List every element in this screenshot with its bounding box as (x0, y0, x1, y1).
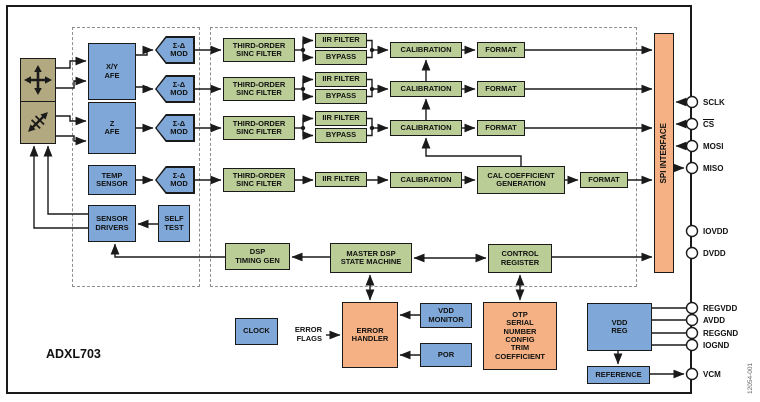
control-register-block: CONTROL REGISTER (488, 244, 552, 273)
bypass-block-1: BYPASS (315, 50, 367, 65)
error-flags-label: ERROR FLAGS (294, 325, 322, 343)
master-dsp-state-machine-block: MASTER DSP STATE MACHINE (330, 243, 412, 273)
clock-block: CLOCK (235, 318, 278, 345)
pin-label-miso: MISO (703, 163, 724, 173)
xy-axes-icon (24, 64, 52, 95)
calibration-block-3: CALIBRATION (390, 120, 462, 136)
calibration-block-2: CALIBRATION (390, 81, 462, 97)
pin-label-vcm: VCM (703, 369, 721, 379)
format-block-1: FORMAT (477, 42, 525, 58)
mems-sensor-block (20, 58, 56, 144)
pin-label-mosi: MOSI (703, 141, 724, 151)
bypass-block-2: BYPASS (315, 89, 367, 104)
iir-filter-block-3: IIR FILTER (315, 111, 367, 126)
calibration-block-1: CALIBRATION (390, 42, 462, 58)
pin-label-sclk: SCLK (703, 97, 725, 107)
otp-block: OTP SERIAL NUMBER CONFIG TRIM COEFFICIEN… (483, 302, 557, 370)
xy-afe-block: X/Y AFE (88, 43, 136, 100)
sensor-drivers-block: SENSOR DRIVERS (88, 205, 136, 242)
z-afe-block: Z AFE (88, 102, 136, 154)
z-axis-icon (28, 112, 48, 133)
iir-filter-block-4: IIR FILTER (315, 172, 367, 187)
pin-label-reggnd: REGGND (703, 328, 739, 338)
sinc-filter-block-4: THIRD-ORDER SINC FILTER (223, 168, 295, 192)
z-axis-sensor-cell (21, 100, 55, 144)
pin-label-dvdd: DVDD (703, 248, 726, 258)
xy-axis-sensor-cell (21, 59, 55, 101)
pin-label-avdd: AVDD (703, 315, 726, 325)
format-block-3: FORMAT (477, 120, 525, 136)
dsp-dashed-group (210, 27, 637, 287)
bypass-block-3: BYPASS (315, 128, 367, 143)
error-handler-block: ERROR HANDLER (342, 302, 398, 368)
format-block-4: FORMAT (580, 172, 628, 188)
figure-number: 12054-001 (747, 362, 754, 394)
vdd-monitor-block: VDD MONITOR (420, 303, 472, 328)
sinc-filter-block-1: THIRD-ORDER SINC FILTER (223, 38, 295, 62)
dsp-timing-gen-block: DSP TIMING GEN (225, 243, 290, 270)
temp-sensor-block: TEMP SENSOR (88, 165, 136, 195)
cal-coefficient-generation-block: CAL COEFFICIENT GENERATION (477, 166, 565, 194)
pin-label-cs: CS (703, 119, 715, 129)
pin-label-regvdd: REGVDD (703, 303, 738, 313)
iir-filter-block-1: IIR FILTER (315, 33, 367, 48)
format-block-2: FORMAT (477, 81, 525, 97)
pin-label-iognd: IOGND (703, 340, 730, 350)
calibration-block-4: CALIBRATION (390, 172, 462, 188)
spi-interface-block: SPI INTERFACE (654, 33, 674, 273)
por-block: POR (420, 343, 472, 367)
sinc-filter-block-2: THIRD-ORDER SINC FILTER (223, 77, 295, 101)
part-label: ADXL703 (46, 347, 101, 361)
pin-label-iovdd: IOVDD (703, 226, 729, 236)
iir-filter-block-2: IIR FILTER (315, 72, 367, 87)
self-test-block: SELF TEST (158, 205, 190, 242)
vdd-reg-block: VDD REG (587, 303, 652, 351)
sinc-filter-block-3: THIRD-ORDER SINC FILTER (223, 116, 295, 140)
reference-block: REFERENCE (587, 366, 650, 384)
